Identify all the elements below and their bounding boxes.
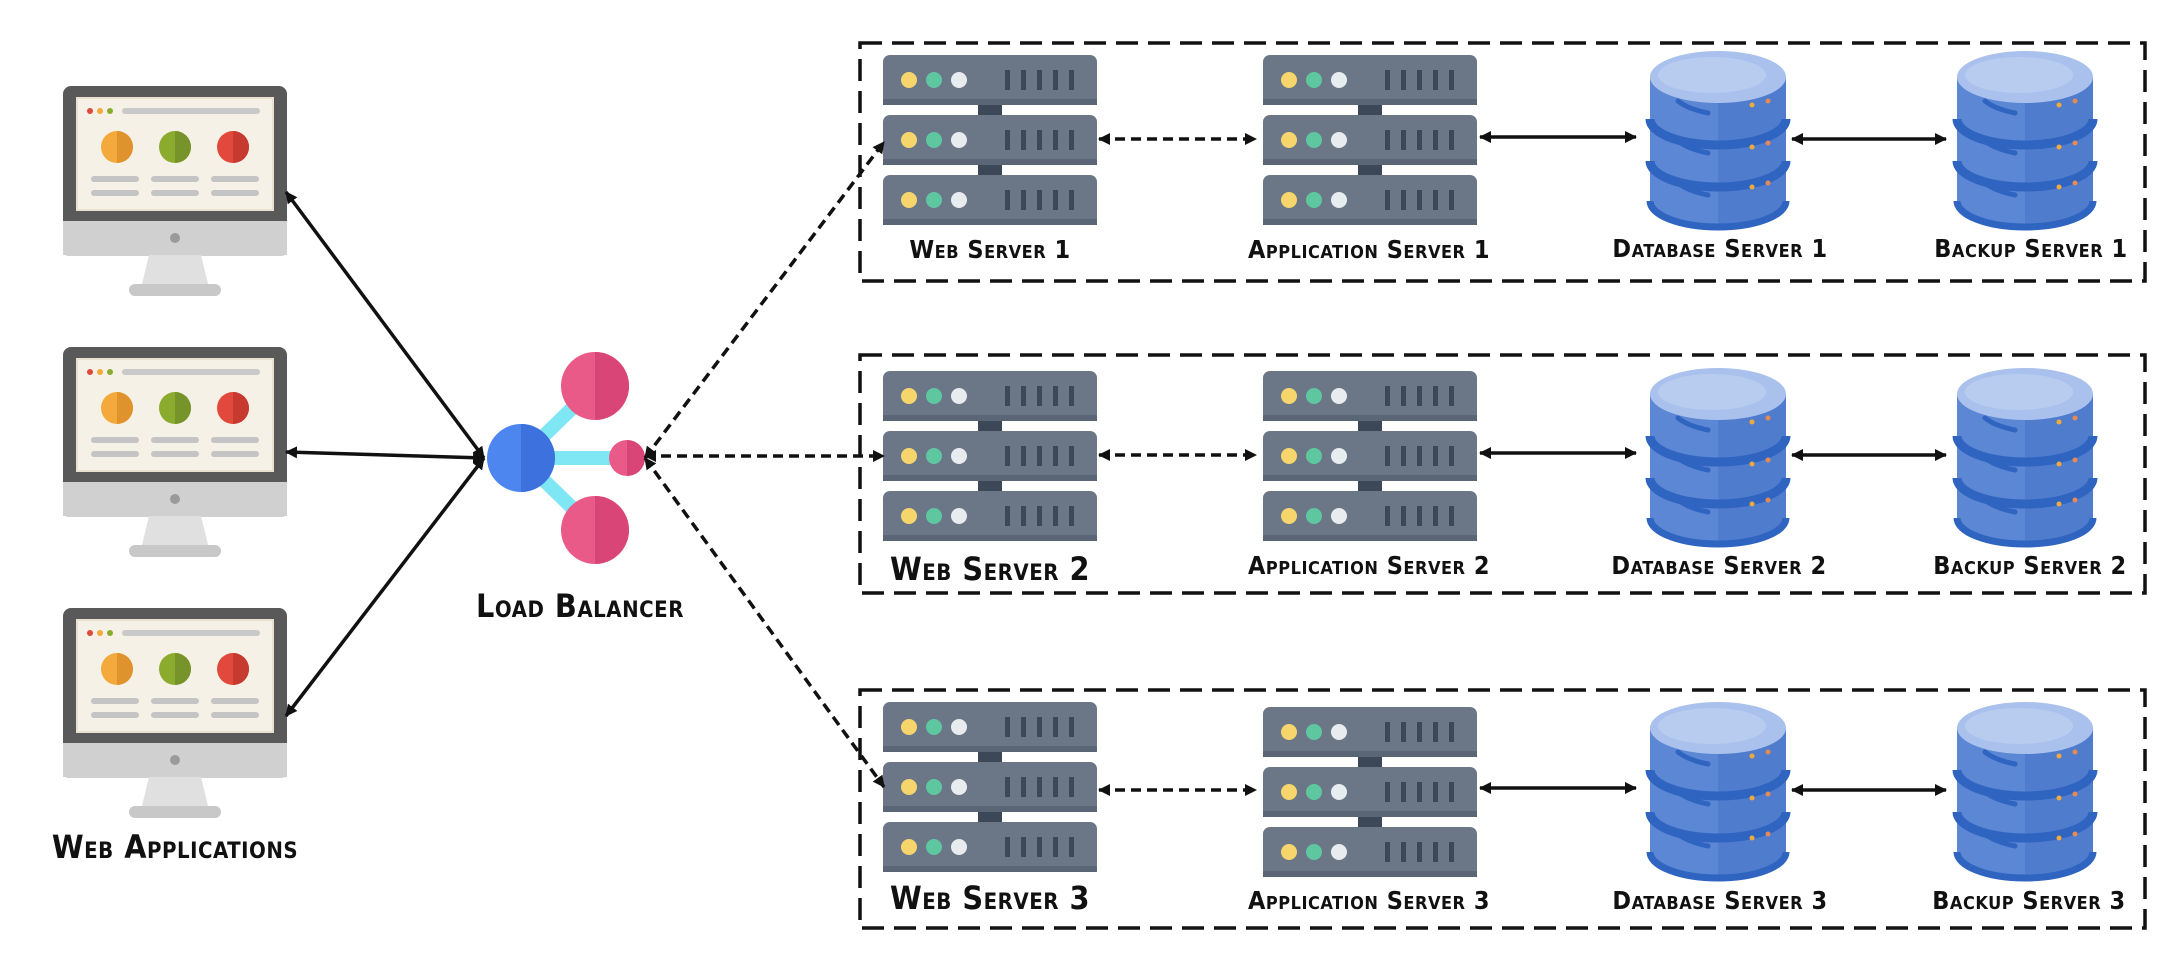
database-server-3-label: Database Server 3 (1612, 886, 1828, 915)
database-server-2-label: Database Server 2 (1611, 551, 1827, 580)
backup-server-3-label: Backup Server 3 (1932, 886, 2126, 915)
web-server-2-label: Web Server 2 (889, 550, 1091, 588)
database-server-1-icon (1650, 51, 1786, 227)
database-server-1-label: Database Server 1 (1612, 234, 1828, 263)
backup-server-3-icon (1957, 702, 2093, 878)
web-server-3-label: Web Server 3 (889, 879, 1091, 917)
desktop-monitor-icon (62, 346, 288, 558)
application-server-2-label: Application Server 2 (1248, 551, 1490, 580)
database-server-2-icon (1650, 368, 1786, 544)
application-server-3-label: Application Server 3 (1248, 886, 1490, 915)
tier-box-3 (858, 688, 2147, 930)
web-server-3-icon (883, 702, 1097, 872)
backup-server-2-icon (1957, 368, 2093, 544)
backup-server-1-icon (1957, 51, 2093, 227)
desktop-monitor-icon (62, 85, 288, 297)
web-server-1-label: Web Server 1 (909, 235, 1071, 264)
backup-server-2-label: Backup Server 2 (1933, 551, 2127, 580)
database-server-3-icon (1650, 702, 1786, 878)
application-server-2-icon (1263, 371, 1477, 541)
web-applications-label: Web Applications (51, 828, 299, 866)
web-server-2-icon (883, 371, 1097, 541)
link-lb-web-1 (643, 140, 886, 460)
load-balancer-network-icon (487, 352, 645, 564)
link-lb-web-3 (643, 456, 886, 789)
load-balancer-label: Load Balancer (476, 587, 684, 625)
link-client-1-lb (284, 190, 486, 460)
desktop-monitor-icon (62, 607, 288, 819)
link-client-3-lb (284, 456, 486, 718)
application-server-1-label: Application Server 1 (1248, 235, 1490, 264)
application-server-3-icon (1263, 707, 1477, 877)
application-server-1-icon (1263, 55, 1477, 225)
link-client-2-lb (285, 446, 485, 464)
web-server-1-icon (883, 55, 1097, 225)
backup-server-1-label: Backup Server 1 (1934, 234, 2128, 263)
